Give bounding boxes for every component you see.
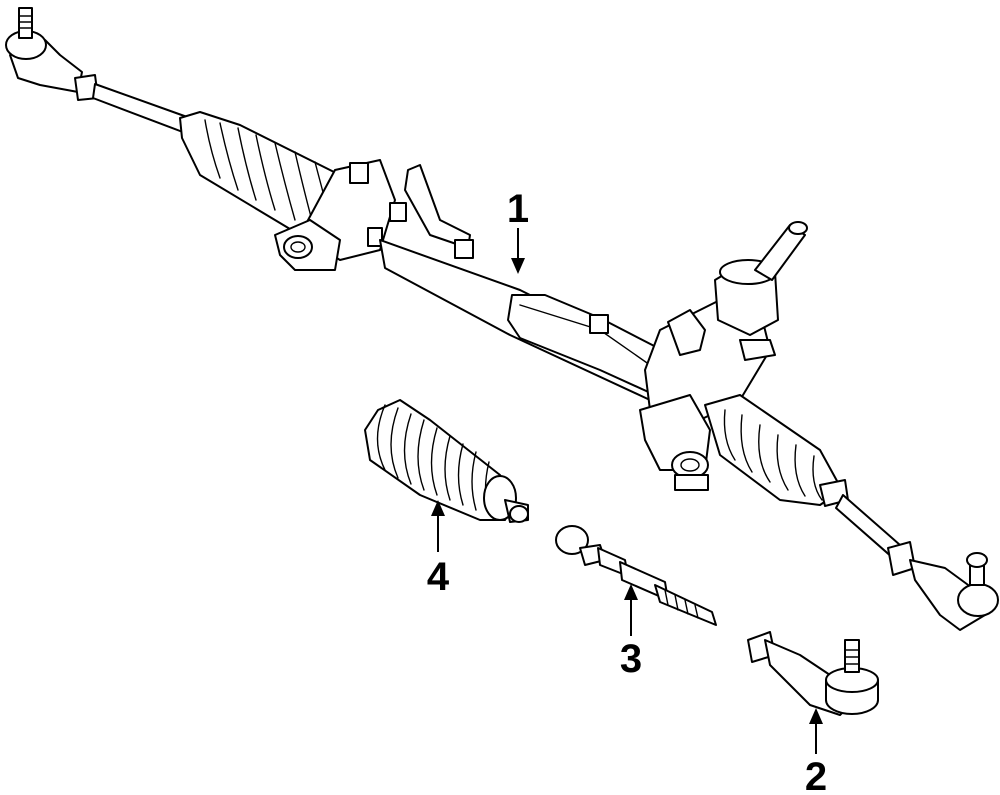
pinion-housing [639, 221, 808, 491]
inner-tie-rod-part [555, 525, 717, 626]
outer-tie-rod-end-part [747, 631, 879, 716]
callout-3: 3 [620, 584, 642, 681]
rack-boot-part [364, 399, 529, 523]
callout-4: 4 [427, 500, 450, 599]
right-tie-rod-end [887, 541, 999, 631]
callout-label-1: 1 [507, 187, 529, 231]
left-tie-rod-shaft [92, 83, 191, 135]
left-tie-rod-end [5, 7, 99, 101]
callout-2: 2 [805, 708, 827, 795]
callout-1: 1 [507, 187, 529, 274]
right-rack-boot [704, 394, 849, 507]
callout-label-2: 2 [805, 755, 827, 795]
callout-label-4: 4 [427, 555, 450, 599]
steering-gear-assembly [5, 7, 999, 631]
left-gear-housing [274, 159, 474, 271]
callout-label-3: 3 [620, 637, 642, 681]
